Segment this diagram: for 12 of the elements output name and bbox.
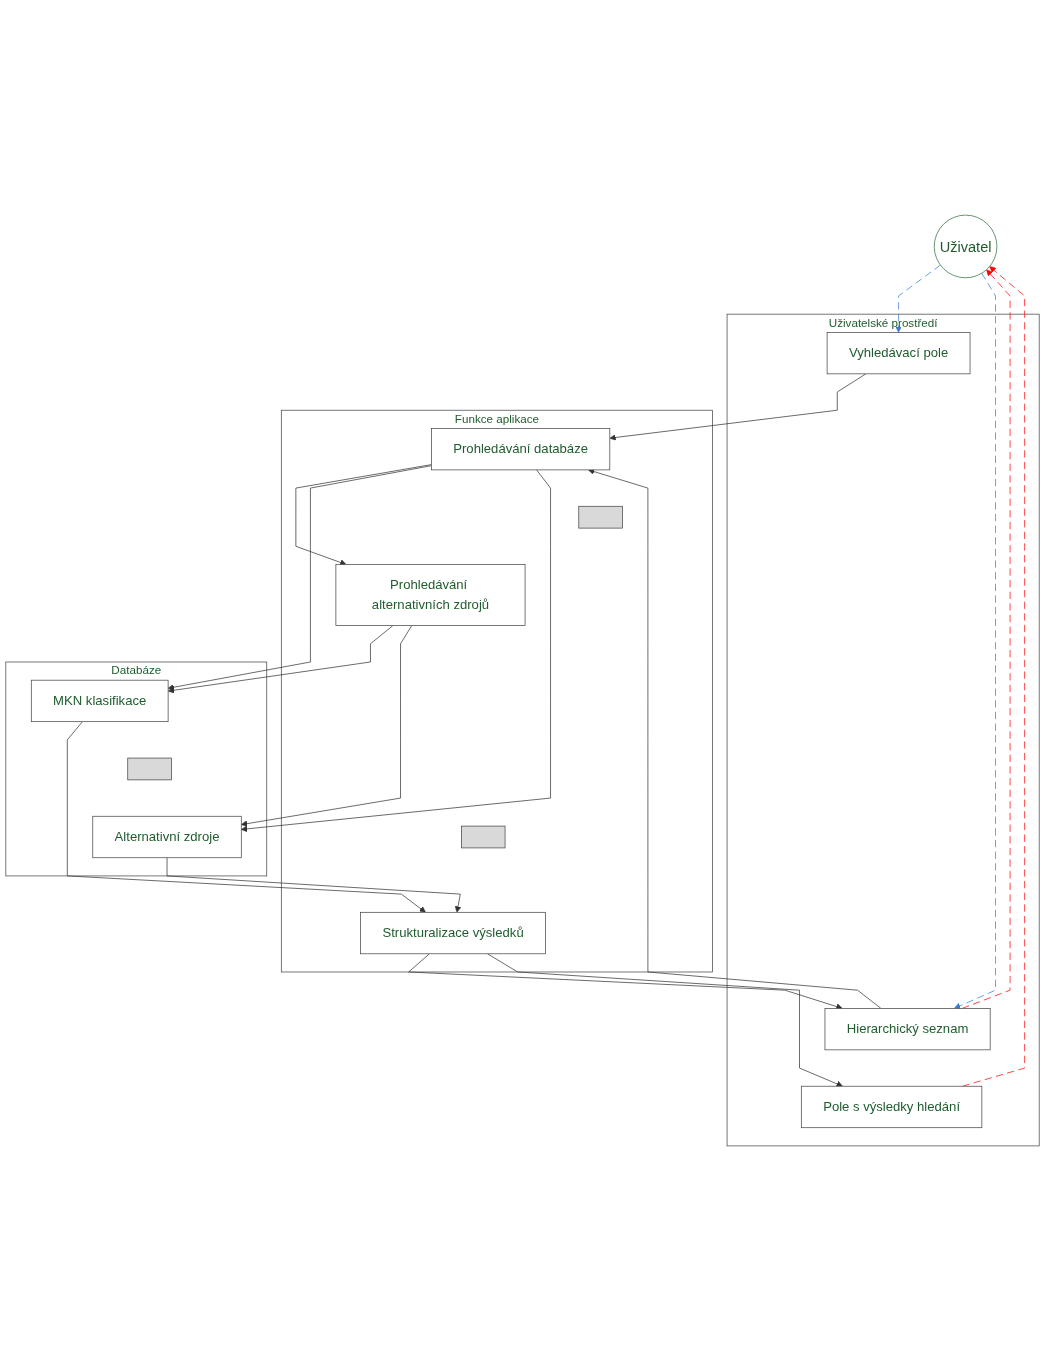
node-box: Strukturalizace výsledků — [360, 911, 546, 955]
node-box: Alternativní zdroje — [92, 815, 242, 859]
node-box: Prohledávání databáze — [431, 428, 611, 471]
node-box: Prohledávání alternativních zdrojů — [335, 564, 526, 626]
node-box: MKN klasifikace — [30, 679, 169, 723]
node-bar — [461, 825, 506, 849]
node-box: Hierarchický seznam — [824, 1008, 991, 1051]
node-bar — [578, 505, 623, 529]
node-bar — [127, 757, 172, 781]
node-box: Pole s výsledky hledání — [800, 1085, 983, 1129]
node-box: Vyhledávací pole — [826, 332, 971, 375]
node-circle: Uživatel — [933, 214, 998, 279]
